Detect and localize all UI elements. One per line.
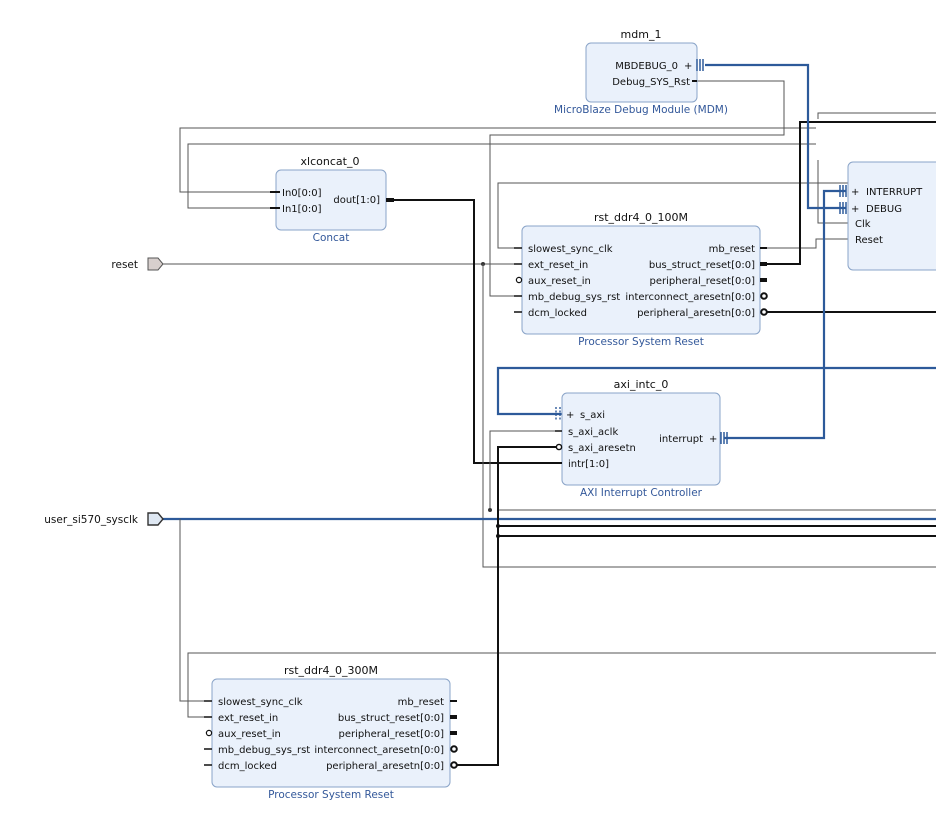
bus-interface-icon	[555, 407, 561, 420]
bus-interface-icon	[696, 59, 704, 71]
port-peripheral-aresetn[interactable]: peripheral_aresetn[0:0]	[326, 761, 444, 772]
bus-interface-icon	[839, 185, 847, 214]
port-peripheral-reset[interactable]: peripheral_reset[0:0]	[650, 276, 756, 287]
port-interconnect-aresetn[interactable]: interconnect_aresetn[0:0]	[625, 292, 755, 303]
port-dcm-locked[interactable]: dcm_locked	[528, 308, 587, 319]
bus-interface-icon	[720, 432, 728, 444]
block-mdm[interactable]: mdm_1 MBDEBUG_0 + Debug_SYS_Rst MicroBla…	[554, 28, 728, 116]
port-in0[interactable]: In0[0:0]	[282, 188, 322, 199]
port-mb-reset[interactable]: mb_reset	[709, 244, 755, 255]
port-s-axi-aclk[interactable]: s_axi_aclk	[568, 427, 618, 438]
port-mb-debug-sys-rst[interactable]: mb_debug_sys_rst	[218, 745, 310, 756]
net-intc-aclk[interactable]	[489, 430, 562, 510]
port-peripheral-reset[interactable]: peripheral_reset[0:0]	[339, 729, 445, 740]
port-s-axi-aresetn[interactable]: s_axi_aresetn	[568, 443, 636, 454]
external-port-reset[interactable]: reset	[111, 257, 164, 271]
port-ext-reset-in[interactable]: ext_reset_in	[528, 260, 588, 271]
block-rst-300m[interactable]: rst_ddr4_0_300M slowest_sync_clk ext_res…	[204, 664, 458, 801]
port-debug-sys-rst[interactable]: Debug_SYS_Rst	[612, 77, 690, 88]
input-port-icon	[147, 257, 164, 271]
port-bus-struct-reset[interactable]: bus_struct_reset[0:0]	[338, 713, 444, 724]
port-label-sysclk: user_si570_sysclk	[44, 514, 139, 526]
plus-icon: +	[851, 187, 859, 198]
net-bus-struct-reset[interactable]	[761, 121, 936, 265]
plus-icon: +	[566, 410, 574, 421]
nets	[163, 63, 936, 766]
port-clk[interactable]: Clk	[855, 219, 871, 230]
port-debug[interactable]: DEBUG	[866, 204, 902, 215]
block-body	[585, 42, 698, 103]
port-ext-reset-in[interactable]: ext_reset_in	[218, 713, 278, 724]
port-mb-debug-sys-rst[interactable]: mb_debug_sys_rst	[528, 292, 620, 303]
block-axi-intc[interactable]: axi_intc_0 + s_axi s_axi_aclk s_axi_ares…	[555, 378, 728, 499]
port-s-axi[interactable]: s_axi	[580, 410, 605, 421]
port-intr[interactable]: intr[1:0]	[568, 459, 609, 470]
block-rst-100m[interactable]: rst_ddr4_0_100M slowest_sync_clk ext_res…	[514, 211, 768, 348]
port-dcm-locked[interactable]: dcm_locked	[218, 761, 277, 772]
block-instance-name: rst_ddr4_0_100M	[594, 211, 688, 224]
port-slowest-sync-clk[interactable]: slowest_sync_clk	[218, 697, 303, 708]
block-type-name: MicroBlaze Debug Module (MDM)	[554, 104, 728, 116]
external-port-sysclk[interactable]: user_si570_sysclk	[44, 512, 164, 526]
block-instance-name: axi_intc_0	[614, 378, 669, 391]
block-instance-name: xlconcat_0	[301, 155, 360, 168]
block-instance-name: rst_ddr4_0_300M	[284, 664, 378, 677]
port-mbdebug-0[interactable]: MBDEBUG_0	[615, 61, 678, 72]
net-ext-reset-300m[interactable]	[187, 652, 936, 718]
block-type-name: Concat	[313, 232, 350, 244]
port-dout[interactable]: dout[1:0]	[333, 195, 380, 206]
plus-icon: +	[684, 61, 692, 72]
port-interrupt-out[interactable]: interrupt	[659, 434, 703, 445]
net-concat-dout[interactable]	[386, 199, 562, 464]
port-mb-reset[interactable]: mb_reset	[398, 697, 444, 708]
net-mb-clk[interactable]	[817, 160, 848, 224]
block-type-name: AXI Interrupt Controller	[580, 487, 703, 499]
net-concat-in1[interactable]	[187, 143, 816, 209]
plus-icon: +	[709, 434, 717, 445]
net-debug-sys-rst[interactable]	[489, 80, 785, 297]
net-concat-in0[interactable]	[179, 112, 936, 193]
port-aux-reset-in[interactable]: aux_reset_in	[218, 729, 281, 740]
port-in1[interactable]: In1[0:0]	[282, 204, 322, 215]
net-s-axi-bus[interactable]	[496, 366, 936, 416]
net-periph-aresetn-300m[interactable]	[455, 446, 562, 766]
net-clk-300m[interactable]	[179, 519, 212, 702]
net-mbdebug-bus[interactable]	[705, 63, 846, 210]
block-microblaze[interactable]: + INTERRUPT + DEBUG Clk Reset	[839, 161, 936, 271]
net-mb-reset[interactable]	[761, 238, 848, 249]
input-port-icon	[147, 512, 164, 526]
net-interrupt-bus[interactable]	[724, 189, 846, 440]
block-type-name: Processor System Reset	[268, 789, 394, 801]
net-ext-reset-loop[interactable]	[482, 264, 936, 568]
net-clk-100m[interactable]	[497, 182, 936, 249]
port-slowest-sync-clk[interactable]: slowest_sync_clk	[528, 244, 613, 255]
block-instance-name: mdm_1	[621, 28, 662, 41]
port-aux-reset-in[interactable]: aux_reset_in	[528, 276, 591, 287]
block-body	[847, 161, 936, 271]
block-concat[interactable]: xlconcat_0 In0[0:0] In1[0:0] dout[1:0] C…	[270, 155, 394, 244]
port-reset[interactable]: Reset	[855, 235, 883, 246]
port-bus-struct-reset[interactable]: bus_struct_reset[0:0]	[649, 260, 755, 271]
port-interrupt[interactable]: INTERRUPT	[866, 187, 923, 198]
block-body	[561, 392, 721, 486]
port-peripheral-aresetn[interactable]: peripheral_aresetn[0:0]	[637, 308, 755, 319]
block-type-name: Processor System Reset	[578, 336, 704, 348]
port-label-reset: reset	[111, 259, 138, 271]
plus-icon: +	[851, 204, 859, 215]
port-interconnect-aresetn[interactable]: interconnect_aresetn[0:0]	[314, 745, 444, 756]
